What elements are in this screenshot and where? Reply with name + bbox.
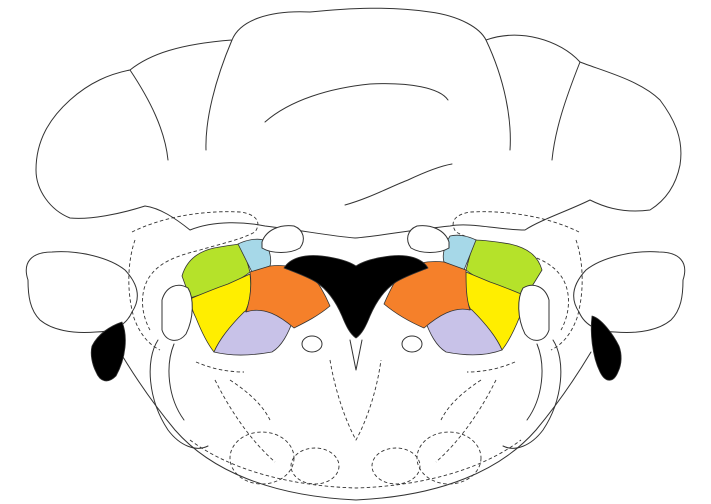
cerebellum-lobule-right [552, 62, 580, 160]
cerebellum-fold-middle [345, 164, 452, 205]
cerebellum-lobule-left-2 [206, 40, 232, 150]
cerebellum-outline [36, 8, 681, 238]
left-olive-dashed [291, 448, 339, 484]
left-brainstem-lobe-1 [150, 340, 208, 448]
brainstem-dashed-midline [330, 360, 381, 440]
right-dashed-arc-2 [441, 380, 481, 420]
right-dashed-arc-1 [467, 362, 515, 372]
left-small-nucleus [302, 336, 322, 352]
cerebellum-lobule-right-2 [486, 40, 510, 150]
brainstem-dashed-inner-right [436, 380, 496, 462]
left-superior-lobule [262, 226, 303, 253]
right-small-nucleus [402, 336, 422, 352]
right-superior-lobule [408, 226, 449, 253]
brainstem-outline [120, 352, 591, 500]
right-brainstem-lobe-2 [527, 344, 542, 420]
cerebellum-lobule-left [130, 70, 168, 160]
right-brainstem-lobe-1 [503, 340, 561, 448]
brainstem-dashed-lower-arc [190, 440, 521, 488]
left-lateral-oval [162, 285, 192, 340]
right-lateral-oval [519, 285, 549, 340]
left-dashed-arc-2 [230, 380, 270, 420]
right-lateral-lobe [574, 252, 685, 333]
brainstem-dashed-inner-left [215, 380, 275, 462]
cerebellum-fold-upper [265, 84, 448, 122]
left-brainstem-lobe-2 [169, 344, 184, 420]
right-olive-dashed [372, 448, 420, 484]
right-pyramid-dashed [417, 432, 481, 484]
midline-stem [350, 340, 362, 370]
left-lateral-lobe [26, 252, 137, 333]
left-dashed-arc-1 [196, 362, 244, 372]
